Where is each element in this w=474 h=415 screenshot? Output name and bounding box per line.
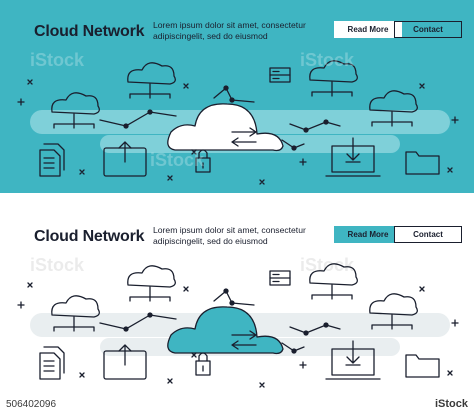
contact-button[interactable]: Contact	[394, 21, 462, 38]
footer: 506402096 iStock	[0, 395, 474, 415]
folder-icon	[405, 151, 440, 175]
watermark: iStock	[300, 255, 355, 275]
cloud-icon	[369, 293, 418, 330]
download-laptop-icon	[325, 340, 381, 380]
watermark: iStock	[30, 50, 85, 70]
banner-title: Cloud Network	[34, 23, 145, 40]
cloud-icon	[309, 60, 358, 97]
read-more-button[interactable]: Read More	[334, 226, 402, 243]
image-id: 506402096	[6, 399, 57, 410]
server-icon	[269, 67, 291, 83]
lock-icon	[195, 352, 211, 376]
banner-description: Lorem ipsum dolor sit amet, consectetur …	[153, 20, 306, 41]
document-icon	[39, 143, 65, 177]
banner-white: Cloud Network Lorem ipsum dolor sit amet…	[0, 205, 474, 395]
banner-description: Lorem ipsum dolor sit amet, consectetur …	[153, 225, 306, 246]
document-icon	[39, 346, 65, 380]
lock-icon	[195, 149, 211, 173]
istock-logo: iStock	[434, 398, 468, 410]
cloud-network-illustration	[17, 263, 459, 388]
cloud-icon	[167, 103, 284, 152]
cloud-network-illustration	[17, 60, 459, 185]
server-icon	[269, 270, 291, 286]
download-laptop-icon	[325, 137, 381, 177]
cloud-icon	[127, 62, 176, 99]
watermark: iStock	[150, 150, 205, 170]
cloud-icon	[127, 265, 176, 302]
transfer-arrows-icon	[231, 330, 257, 350]
folder-icon	[405, 354, 440, 378]
watermark: iStock	[300, 50, 355, 70]
cloud-icon	[51, 295, 100, 332]
upload-tablet-icon	[103, 344, 147, 380]
read-more-button[interactable]: Read More	[334, 21, 402, 38]
upload-tablet-icon	[103, 141, 147, 177]
cloud-icon	[167, 306, 284, 355]
watermark: iStock	[30, 255, 85, 275]
contact-button[interactable]: Contact	[394, 226, 462, 243]
banner-title: Cloud Network	[34, 228, 145, 245]
cloud-icon	[309, 263, 358, 300]
transfer-arrows-icon	[231, 127, 257, 147]
banner-teal: Cloud Network Lorem ipsum dolor sit amet…	[0, 0, 474, 193]
cloud-icon	[51, 92, 100, 129]
cloud-icon	[369, 90, 418, 127]
